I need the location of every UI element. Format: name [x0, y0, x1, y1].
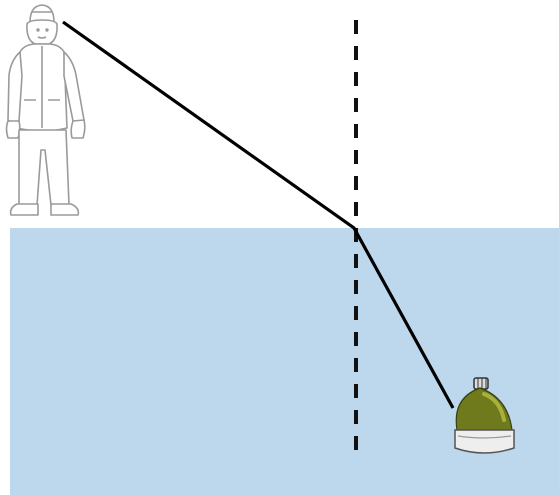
- sight-line: [62, 20, 455, 409]
- canteen-icon: [454, 377, 515, 454]
- water-region: [10, 228, 559, 495]
- person-icon: [5, 4, 86, 216]
